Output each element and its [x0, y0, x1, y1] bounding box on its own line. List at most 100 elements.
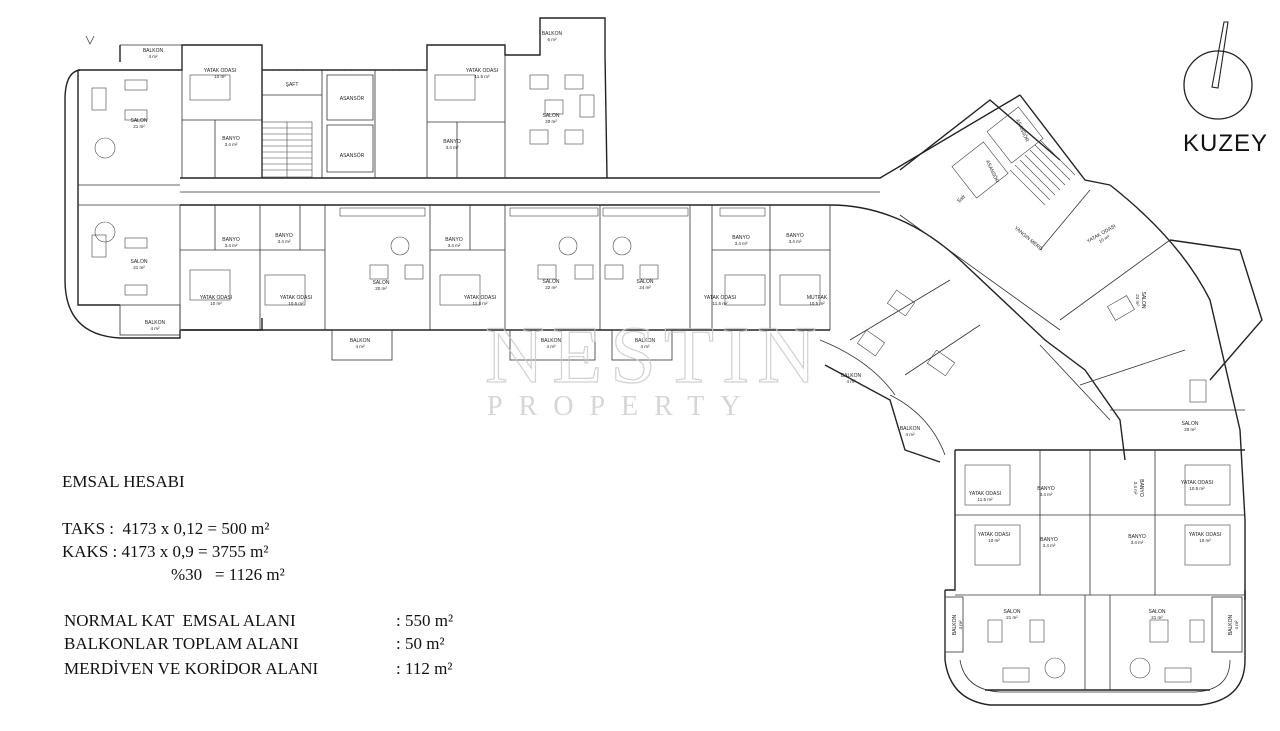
- area-label-merdiven: MERDİVEN VE KORİDOR ALANI: [64, 659, 319, 678]
- room-area: 3.4 m²: [225, 243, 238, 248]
- furniture: [91, 74, 1231, 683]
- room-area: 20 m²: [375, 286, 387, 291]
- room-area: 3.4 m²: [789, 239, 802, 244]
- room-name: BALKON: [542, 31, 563, 37]
- room-name: BALKON: [541, 338, 562, 344]
- room-area: 22 m²: [545, 285, 557, 290]
- room-label: ASANSÖR: [340, 152, 365, 159]
- room-label: YANGIN MERD.: [1013, 225, 1045, 253]
- room-area: 21 m²: [1006, 615, 1018, 620]
- room-area: 4 m²: [547, 344, 557, 349]
- interior-walls: [78, 44, 1245, 690]
- room-name: BANYO: [732, 235, 750, 241]
- room-name: BANYO: [275, 233, 293, 239]
- room-name: BANYO: [1037, 486, 1055, 492]
- room-label: ASANSÖR: [1014, 118, 1031, 143]
- north-label: KUZEY: [1183, 130, 1269, 157]
- room-area: 3.4 m²: [1040, 492, 1053, 497]
- room-area: 4 m²: [906, 432, 916, 437]
- calc-title: EMSAL HESABI: [62, 472, 185, 491]
- room-name: BALKON: [900, 426, 921, 432]
- room-area: 21 m²: [133, 124, 145, 129]
- balconies: [119, 304, 1243, 653]
- room-area: 24 m²: [1135, 294, 1140, 306]
- room-area: 21 m²: [1151, 615, 1163, 620]
- room-label: ŞAFT: [286, 82, 299, 88]
- room-area: 3.4 m²: [1133, 482, 1138, 495]
- room-name: BALKON: [952, 614, 958, 635]
- room-name: BANYO: [1138, 479, 1144, 497]
- room-name: YATAK ODASI: [466, 68, 498, 74]
- room-area: 10.5 m²: [288, 301, 304, 306]
- room-name: BANYO: [1128, 534, 1146, 540]
- room-area: 20 m²: [1184, 427, 1196, 432]
- area-value-normal: : 550 m²: [396, 611, 454, 630]
- room-area: 3.4 m²: [735, 241, 748, 246]
- room-label: ASANSÖR: [340, 95, 365, 102]
- room-name: ŞAFT: [286, 82, 299, 88]
- room-name: ASANSÖR: [340, 95, 365, 102]
- room-name: SALON: [543, 279, 560, 285]
- room-area: 11.5 m²: [978, 497, 993, 502]
- room-label: ASANSÖR: [984, 159, 1001, 184]
- room-name: BANYO: [222, 136, 240, 142]
- room-area: 10 m²: [1199, 538, 1211, 543]
- room-area: 4 m²: [356, 344, 366, 349]
- room-name: SALON: [1182, 421, 1199, 427]
- watermark: NESTIN PROPERTY: [484, 308, 817, 422]
- room-name: BANYO: [222, 237, 240, 243]
- room-name: SALON: [1004, 609, 1021, 615]
- room-area: 3.4 m²: [225, 142, 238, 147]
- area-label-balkon: BALKONLAR TOPLAM ALANI: [64, 634, 299, 653]
- room-area: 4 m²: [149, 54, 159, 59]
- kaks-line: KAKS : 4173 x 0,9 = 3755 m²: [62, 542, 269, 561]
- room-name: ASANSÖR: [984, 159, 1001, 184]
- area-value-balkon: : 50 m²: [396, 634, 445, 653]
- room-name: SALON: [543, 113, 560, 119]
- room-area: 3.4 m²: [448, 243, 461, 248]
- area-label-normal: NORMAL KAT EMSAL ALANI: [64, 611, 296, 630]
- area-value-merdiven: : 112 m²: [396, 659, 453, 678]
- room-name: ASANSÖR: [340, 152, 365, 159]
- room-area: 11.5 m²: [713, 301, 728, 306]
- room-name: BANYO: [786, 233, 804, 239]
- room-name: MUTFAK: [807, 295, 828, 301]
- room-area: 11.5 m²: [473, 301, 488, 306]
- room-area: 10 m²: [214, 74, 226, 79]
- room-name: SALON: [637, 279, 654, 285]
- kaks-pct-line: %30 = 1126 m²: [171, 565, 285, 584]
- room-name: SALON: [1140, 292, 1146, 309]
- room-area: 4 m²: [1234, 620, 1239, 630]
- room-area: 6 m²: [548, 37, 558, 42]
- room-area: 4 m²: [958, 620, 963, 630]
- room-name: YATAK ODASI: [704, 295, 736, 301]
